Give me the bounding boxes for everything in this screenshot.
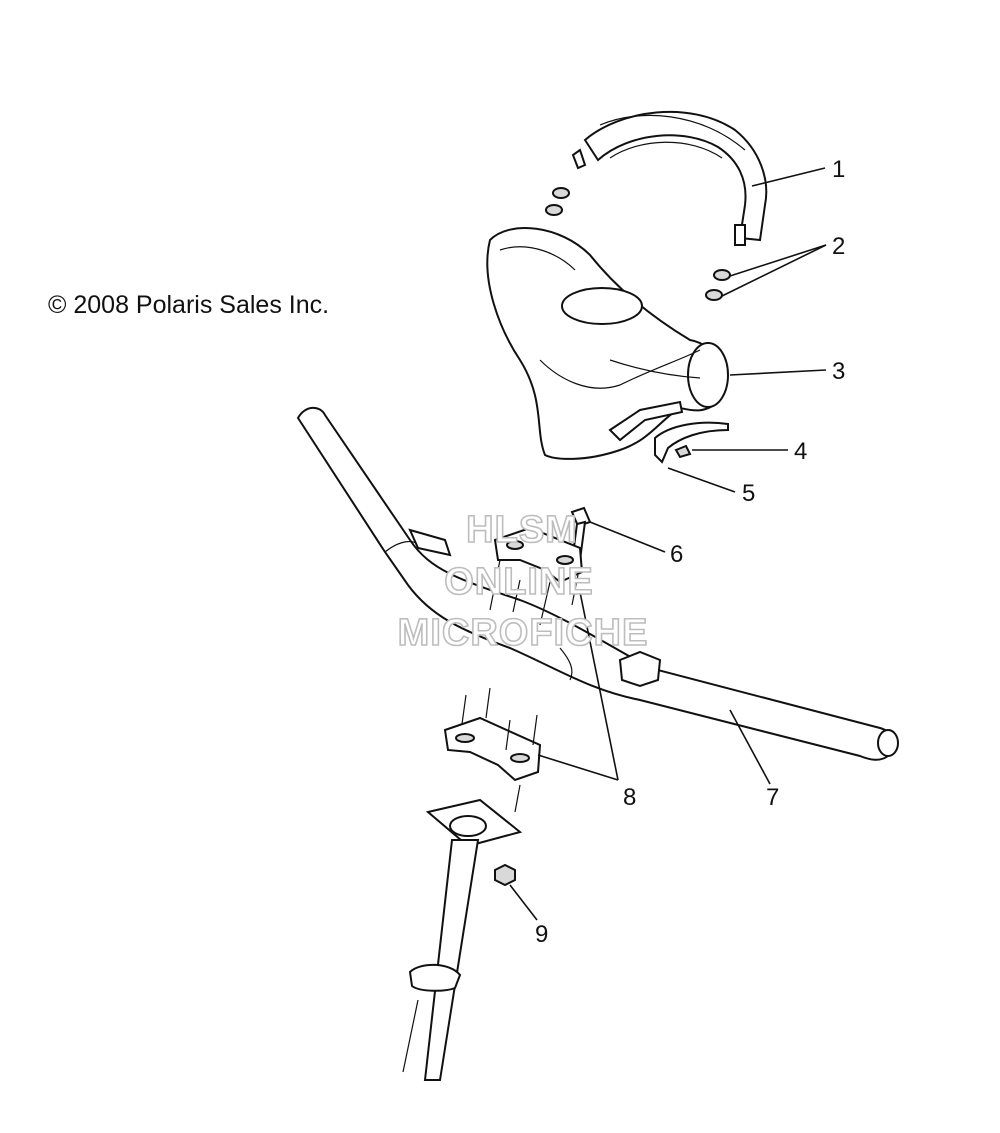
watermark-line-2: ONLINE [444,561,594,603]
callout-7: 7 [766,784,779,811]
part-1-trim-arc [571,110,768,246]
callout-3: 3 [832,358,845,385]
watermark: HLSM ONLINE MICROFICHE [397,508,649,655]
part-8-upper-clamp [489,526,584,626]
callout-numbers: 1 2 3 4 5 6 7 8 9 [535,156,845,948]
callout-8: 8 [623,784,636,811]
watermark-line-3: MICROFICHE [398,612,649,654]
callout-1: 1 [832,156,845,183]
part-2-nuts [545,187,731,301]
part-3-handlebar-cover [486,227,729,460]
part-9-nut [494,863,516,887]
leader-lines [509,167,827,921]
callout-2: 2 [832,233,845,260]
callout-6: 6 [670,541,683,568]
copyright-text: © 2008 Polaris Sales Inc. [48,291,329,319]
part-5-clip [654,421,729,464]
callout-4: 4 [794,438,807,465]
part-8-lower-clamp [443,687,542,813]
part-7-handlebar [296,406,899,761]
steering-post [402,798,523,1081]
callout-5: 5 [742,480,755,507]
part-4-pin [674,444,692,459]
watermark-line-1: HLSM [466,509,578,551]
callout-9: 9 [535,921,548,948]
